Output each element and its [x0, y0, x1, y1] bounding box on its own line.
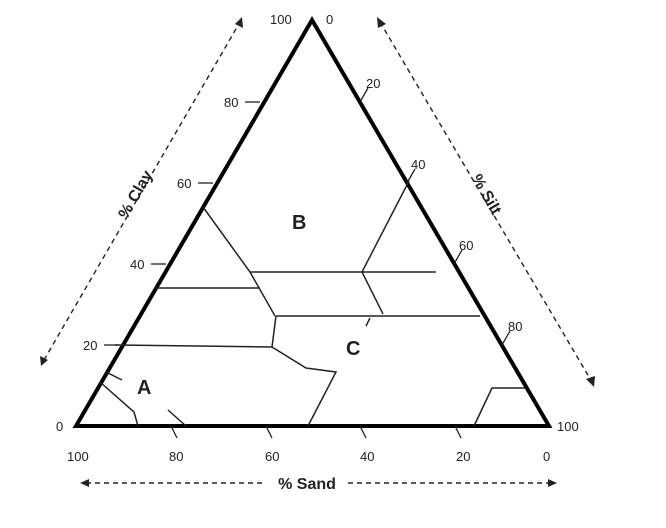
boundary-h-347: [114, 344, 273, 348]
silt-tick-20: [359, 87, 369, 103]
sand-arrow-head-left: [80, 479, 89, 487]
boundary-bottom-right: [473, 387, 526, 427]
boundary-right-upper: [361, 180, 410, 315]
silt-label-20: 20: [366, 76, 380, 91]
silt-axis-arrow: [379, 21, 593, 383]
sand-arrow-head-right: [548, 479, 557, 487]
silt-label-80: 80: [508, 319, 522, 334]
boundary-left-upper: [202, 206, 276, 317]
region-label-a: A: [137, 377, 151, 399]
sand-label-100: 100: [67, 449, 89, 464]
clay-axis-title: % Clay: [116, 168, 157, 222]
silt-tick-40: [406, 168, 416, 184]
clay-label-60: 60: [177, 176, 191, 191]
clay-axis-arrow: [43, 21, 241, 361]
sand-axis: [170, 425, 462, 439]
sand-label-0: 0: [543, 449, 550, 464]
sand-label-40: 40: [360, 449, 374, 464]
sand-label-20: 20: [456, 449, 470, 464]
silt-label-40: 40: [411, 157, 425, 172]
silt-label-100: 100: [557, 419, 579, 434]
triangle-outline: [72, 16, 553, 428]
region-label-b: B: [292, 212, 306, 234]
clay-arrow-head-bottom: [40, 356, 48, 366]
clay-label-100: 100: [270, 12, 292, 27]
sand-tick-80: [170, 425, 178, 439]
clay-axis: [104, 101, 260, 346]
sand-label-60: 60: [265, 449, 279, 464]
silt-label-0: 0: [326, 12, 333, 27]
boundary-sand-3: [167, 409, 187, 427]
sand-tick-20: [454, 425, 462, 439]
silt-tick-80: [501, 330, 511, 346]
axis-arrows: [40, 17, 595, 487]
silt-tick-60: [453, 249, 463, 265]
sand-tick-40: [359, 425, 367, 439]
clay-label-20: 20: [83, 338, 97, 353]
boundary-sand-2: [105, 371, 123, 381]
boundary-center: [271, 315, 338, 427]
boundary-sand-1: [99, 381, 139, 427]
region-boundaries: [99, 180, 526, 427]
sand-label-80: 80: [169, 449, 183, 464]
region-label-c: C: [346, 338, 360, 360]
silt-arrow-head-bottom: [586, 376, 595, 387]
clay-arrow-head-top: [235, 17, 243, 28]
silt-axis-title: % Silt: [468, 172, 505, 219]
boundary-tick-c: [365, 317, 371, 327]
silt-arrow-head-top: [377, 17, 386, 28]
silt-axis: [359, 87, 511, 346]
sand-tick-60: [265, 425, 273, 439]
clay-label-80: 80: [224, 95, 238, 110]
clay-label-0: 0: [56, 419, 63, 434]
silt-label-60: 60: [459, 238, 473, 253]
sand-axis-title: % Sand: [278, 476, 336, 493]
clay-label-40: 40: [130, 257, 144, 272]
